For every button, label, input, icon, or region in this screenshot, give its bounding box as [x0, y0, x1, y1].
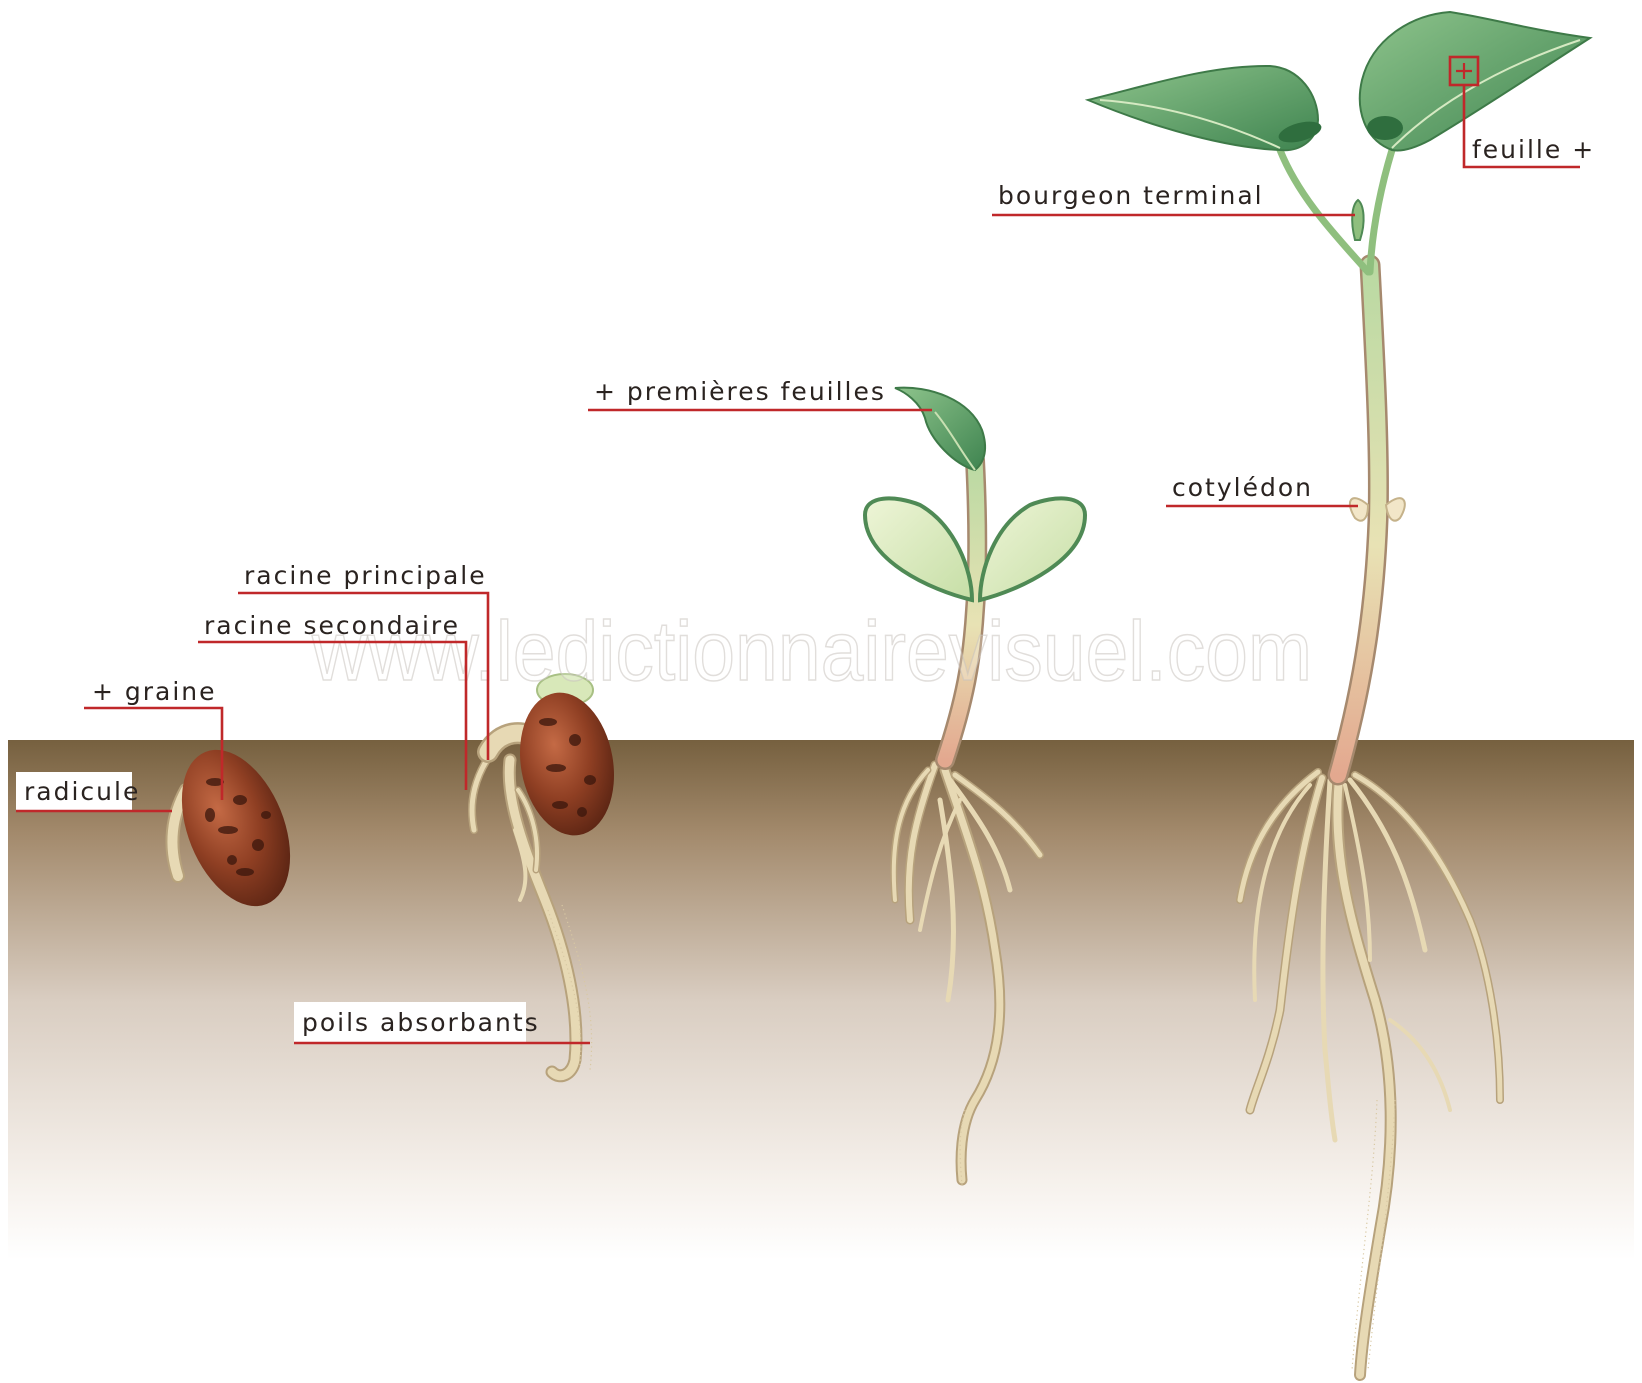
label-racine-principale-text: racine principale	[244, 561, 487, 590]
label-bourgeon-terminal-text: bourgeon terminal	[998, 181, 1264, 210]
label-poils-absorbants-text: poils absorbants	[302, 1008, 540, 1037]
label-feuille-text: feuille +	[1472, 135, 1595, 164]
watermark: www.ledictionnairevisuel.com	[311, 604, 1312, 698]
label-graine-text: + graine	[92, 677, 217, 706]
label-premieres-feuilles[interactable]: + premières feuilles	[588, 377, 932, 410]
label-premieres-feuilles-text: + premières feuilles	[594, 377, 886, 406]
label-cotyledon[interactable]: cotylédon	[1166, 473, 1358, 506]
label-radicule-text: radicule	[24, 777, 140, 806]
label-cotyledon-text: cotylédon	[1172, 473, 1313, 502]
label-racine-secondaire-text: racine secondaire	[204, 611, 460, 640]
